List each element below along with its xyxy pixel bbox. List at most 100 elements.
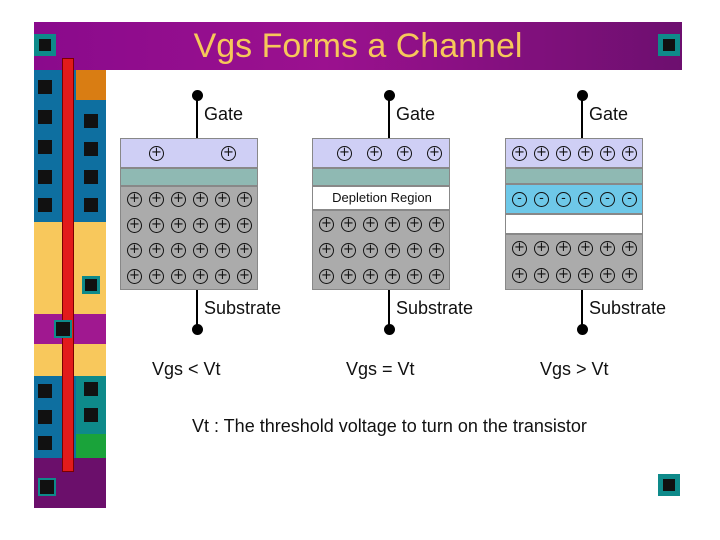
condition-label-3: Vgs > Vt bbox=[540, 359, 609, 379]
substrate-lead bbox=[388, 290, 390, 328]
gate-label: Gate bbox=[204, 104, 244, 124]
slide: Vgs Forms a Channel bbox=[34, 22, 682, 508]
positive-charge-icon: + bbox=[127, 192, 142, 207]
positive-charge-icon: + bbox=[237, 192, 252, 207]
positive-charge-icon: + bbox=[363, 243, 378, 258]
positive-charge-icon: + bbox=[149, 218, 164, 233]
positive-charge-icon: + bbox=[341, 269, 356, 284]
substrate-lead bbox=[581, 290, 583, 328]
gate-lead bbox=[196, 96, 198, 138]
positive-charge-icon: + bbox=[363, 217, 378, 232]
threshold-footnote: Vt : The threshold voltage to turn on th… bbox=[192, 416, 587, 436]
positive-charge-icon: + bbox=[622, 268, 637, 283]
positive-charge-icon: + bbox=[337, 146, 352, 161]
positive-charge-icon: + bbox=[534, 268, 549, 283]
positive-charge-icon: + bbox=[407, 217, 422, 232]
positive-charge-icon: + bbox=[127, 269, 142, 284]
oxide-layer bbox=[120, 168, 258, 186]
gate-plate: + + + + bbox=[312, 138, 450, 168]
condition-label-2: Vgs = Vt bbox=[346, 359, 415, 379]
positive-charge-icon: + bbox=[385, 217, 400, 232]
positive-charge-icon: + bbox=[407, 243, 422, 258]
substrate-terminal-dot bbox=[192, 324, 203, 335]
positive-charge-icon: + bbox=[512, 268, 527, 283]
positive-charge-icon: + bbox=[556, 146, 571, 161]
positive-charge-icon: + bbox=[237, 269, 252, 284]
substrate-block: ++++++++++++++++++ bbox=[312, 210, 450, 290]
slide-title: Vgs Forms a Channel bbox=[193, 27, 523, 65]
positive-charge-icon: + bbox=[171, 192, 186, 207]
positive-charge-icon: + bbox=[512, 241, 527, 256]
negative-charge-icon: - bbox=[556, 192, 571, 207]
depletion-region: Depletion Region bbox=[312, 186, 450, 210]
positive-charge-icon: + bbox=[215, 269, 230, 284]
substrate-label: Substrate bbox=[204, 298, 282, 318]
positive-charge-icon: + bbox=[149, 243, 164, 258]
positive-charge-icon: + bbox=[578, 241, 593, 256]
positive-charge-icon: + bbox=[578, 146, 593, 161]
positive-charge-icon: + bbox=[341, 217, 356, 232]
positive-charge-icon: + bbox=[556, 268, 571, 283]
gate-plate: + + + + + + bbox=[505, 138, 643, 168]
positive-charge-icon: + bbox=[171, 218, 186, 233]
negative-charge-icon: - bbox=[600, 192, 615, 207]
positive-charge-icon: + bbox=[319, 217, 334, 232]
substrate-block: + + + + + + + + + + + + bbox=[505, 234, 643, 290]
positive-charge-icon: + bbox=[237, 243, 252, 258]
corner-square-icon bbox=[658, 474, 680, 496]
depletion-region-label: Depletion Region bbox=[332, 190, 432, 205]
positive-charge-icon: + bbox=[622, 146, 637, 161]
corner-square-icon bbox=[34, 34, 56, 56]
positive-charge-icon: + bbox=[512, 146, 527, 161]
positive-charge-icon: + bbox=[171, 269, 186, 284]
positive-charge-icon: + bbox=[221, 146, 236, 161]
positive-charge-icon: + bbox=[429, 269, 444, 284]
gate-plate: + + bbox=[120, 138, 258, 168]
positive-charge-icon: + bbox=[319, 269, 334, 284]
depletion-region bbox=[505, 214, 643, 234]
oxide-layer bbox=[505, 168, 643, 184]
positive-charge-icon: + bbox=[534, 241, 549, 256]
positive-charge-icon: + bbox=[363, 269, 378, 284]
positive-charge-icon: + bbox=[193, 218, 208, 233]
positive-charge-icon: + bbox=[215, 192, 230, 207]
gate-terminal-dot bbox=[384, 90, 395, 101]
negative-charge-icon: - bbox=[622, 192, 637, 207]
positive-charge-icon: + bbox=[171, 243, 186, 258]
positive-charge-icon: + bbox=[578, 268, 593, 283]
positive-charge-icon: + bbox=[429, 217, 444, 232]
positive-charge-icon: + bbox=[600, 268, 615, 283]
positive-charge-icon: + bbox=[127, 218, 142, 233]
positive-charge-icon: + bbox=[193, 243, 208, 258]
negative-charge-icon: - bbox=[534, 192, 549, 207]
positive-charge-icon: + bbox=[385, 243, 400, 258]
positive-charge-icon: + bbox=[215, 218, 230, 233]
positive-charge-icon: + bbox=[319, 243, 334, 258]
positive-charge-icon: + bbox=[127, 243, 142, 258]
substrate-terminal-dot bbox=[577, 324, 588, 335]
substrate-lead bbox=[196, 290, 198, 328]
positive-charge-icon: + bbox=[534, 146, 549, 161]
positive-charge-icon: + bbox=[193, 269, 208, 284]
negative-charge-icon: - bbox=[512, 192, 527, 207]
gate-terminal-dot bbox=[577, 90, 588, 101]
positive-charge-icon: + bbox=[367, 146, 382, 161]
corner-square-icon bbox=[658, 34, 680, 56]
positive-charge-icon: + bbox=[600, 241, 615, 256]
gate-lead bbox=[581, 96, 583, 138]
substrate-label: Substrate bbox=[589, 298, 667, 318]
positive-charge-icon: + bbox=[149, 146, 164, 161]
positive-charge-icon: + bbox=[556, 241, 571, 256]
positive-charge-icon: + bbox=[193, 192, 208, 207]
inversion-channel: - - - - - - bbox=[505, 184, 643, 214]
positive-charge-icon: + bbox=[429, 243, 444, 258]
positive-charge-icon: + bbox=[600, 146, 615, 161]
title-banner bbox=[34, 22, 682, 70]
mosfet-diagram-vgs-below-vt: Gate + + ++++++++++++++++++++++++ Substr… bbox=[120, 90, 282, 360]
condition-label-1: Vgs < Vt bbox=[152, 359, 221, 379]
left-decoration bbox=[34, 58, 106, 508]
positive-charge-icon: + bbox=[622, 241, 637, 256]
positive-charge-icon: + bbox=[215, 243, 230, 258]
positive-charge-icon: + bbox=[385, 269, 400, 284]
oxide-layer bbox=[312, 168, 450, 186]
